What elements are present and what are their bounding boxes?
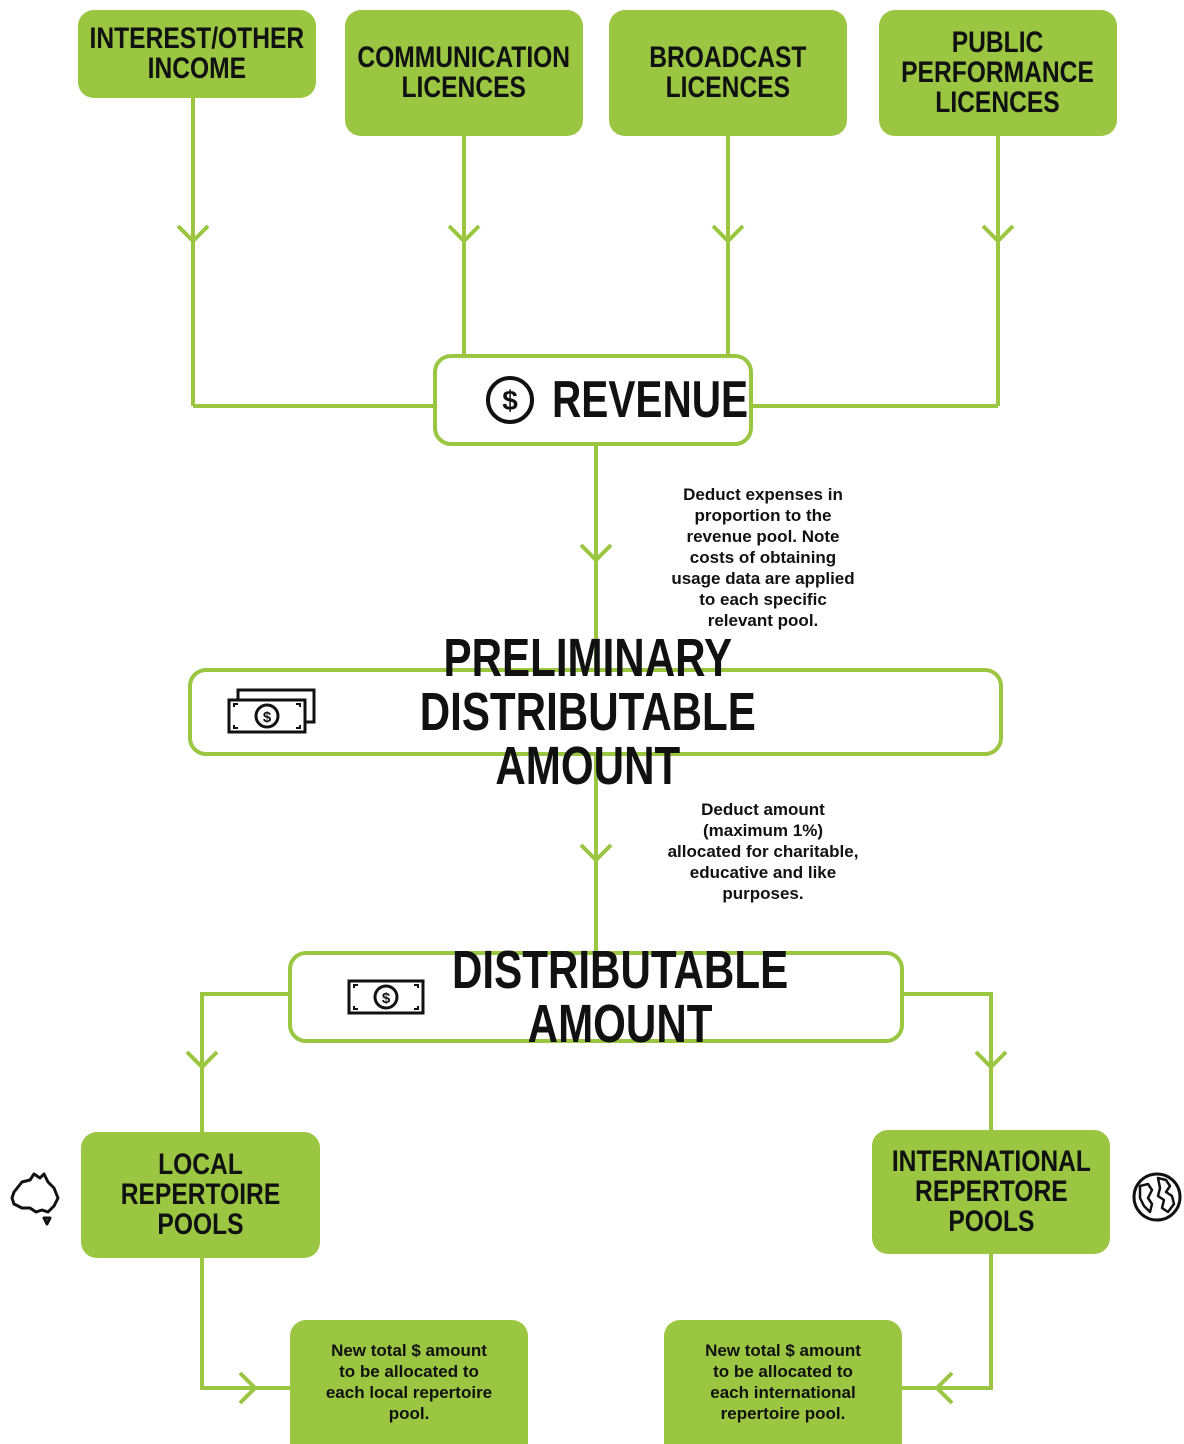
globe-icon [1132, 1172, 1182, 1222]
arrow-preliminary [579, 843, 613, 863]
local-result-text: New total $ amount to be allocated to ea… [325, 1341, 493, 1423]
arrow-broadcast [711, 224, 745, 244]
banknote-icon: $ [347, 979, 425, 1015]
svg-text:$: $ [502, 385, 518, 416]
local-repertoire-pools-label: LOCAL REPERTOIRE POOLS [120, 1148, 281, 1241]
source-public-performance-licences-label: PUBLIC PERFORMANCE LICENCES [901, 26, 1095, 119]
distributable-amount-box: $ DISTRIBUTABLE AMOUNT [288, 943, 904, 1051]
australia-map-icon [10, 1172, 60, 1226]
arrow-international [974, 1050, 1008, 1070]
international-result-text: New total $ amount to be allocated to ea… [705, 1341, 861, 1423]
arrow-local-result [238, 1371, 258, 1405]
arrow-public [981, 224, 1015, 244]
note-deduct-expenses: Deduct expenses in proportion to the rev… [671, 485, 855, 630]
international-repertoire-pools-label: INTERNATIONAL REPERTORE POOLS [891, 1145, 1091, 1238]
note-deduct-charitable: Deduct amount (maximum 1%) allocated for… [667, 800, 859, 903]
distributable-amount-label: DISTRIBUTABLE AMOUNT [452, 940, 789, 1054]
arrow-communication [447, 224, 481, 244]
preliminary-distributable-amount-box: $ PRELIMINARY DISTRIBUTABLE AMOUNT [188, 631, 1003, 793]
connector-local [200, 992, 288, 1132]
source-interest-income: INTEREST/OTHER INCOME [78, 10, 316, 98]
arrow-revenue [579, 543, 613, 563]
arrow-local [185, 1050, 219, 1070]
local-result-box: New total $ amount to be allocated to ea… [290, 1320, 528, 1444]
source-broadcast-licences: BROADCAST LICENCES [609, 10, 847, 136]
preliminary-distributable-amount-label: PRELIMINARY DISTRIBUTABLE AMOUNT [419, 628, 756, 796]
source-communication-licences-label: COMMUNICATION LICENCES [357, 41, 571, 104]
arrow-international-result [934, 1371, 954, 1405]
revenue-label: REVENUE [552, 371, 749, 429]
source-broadcast-licences-label: BROADCAST LICENCES [649, 41, 807, 104]
international-repertoire-pools: INTERNATIONAL REPERTORE POOLS [872, 1130, 1110, 1254]
source-communication-licences: COMMUNICATION LICENCES [345, 10, 583, 136]
banknotes-icon: $ [227, 688, 315, 734]
connector-international [904, 992, 993, 1130]
svg-text:$: $ [262, 709, 271, 726]
revenue-box: $ REVENUE [433, 354, 753, 446]
source-interest-income-label: INTEREST/OTHER INCOME [89, 22, 305, 85]
local-repertoire-pools: LOCAL REPERTOIRE POOLS [81, 1132, 320, 1258]
connector-international-result [902, 1254, 993, 1390]
international-result-box: New total $ amount to be allocated to ea… [664, 1320, 902, 1444]
svg-text:$: $ [382, 990, 391, 1007]
connector-local-result [200, 1257, 290, 1390]
arrow-interest [176, 224, 210, 244]
dollar-coin-icon: $ [486, 376, 534, 424]
source-public-performance-licences: PUBLIC PERFORMANCE LICENCES [879, 10, 1117, 136]
